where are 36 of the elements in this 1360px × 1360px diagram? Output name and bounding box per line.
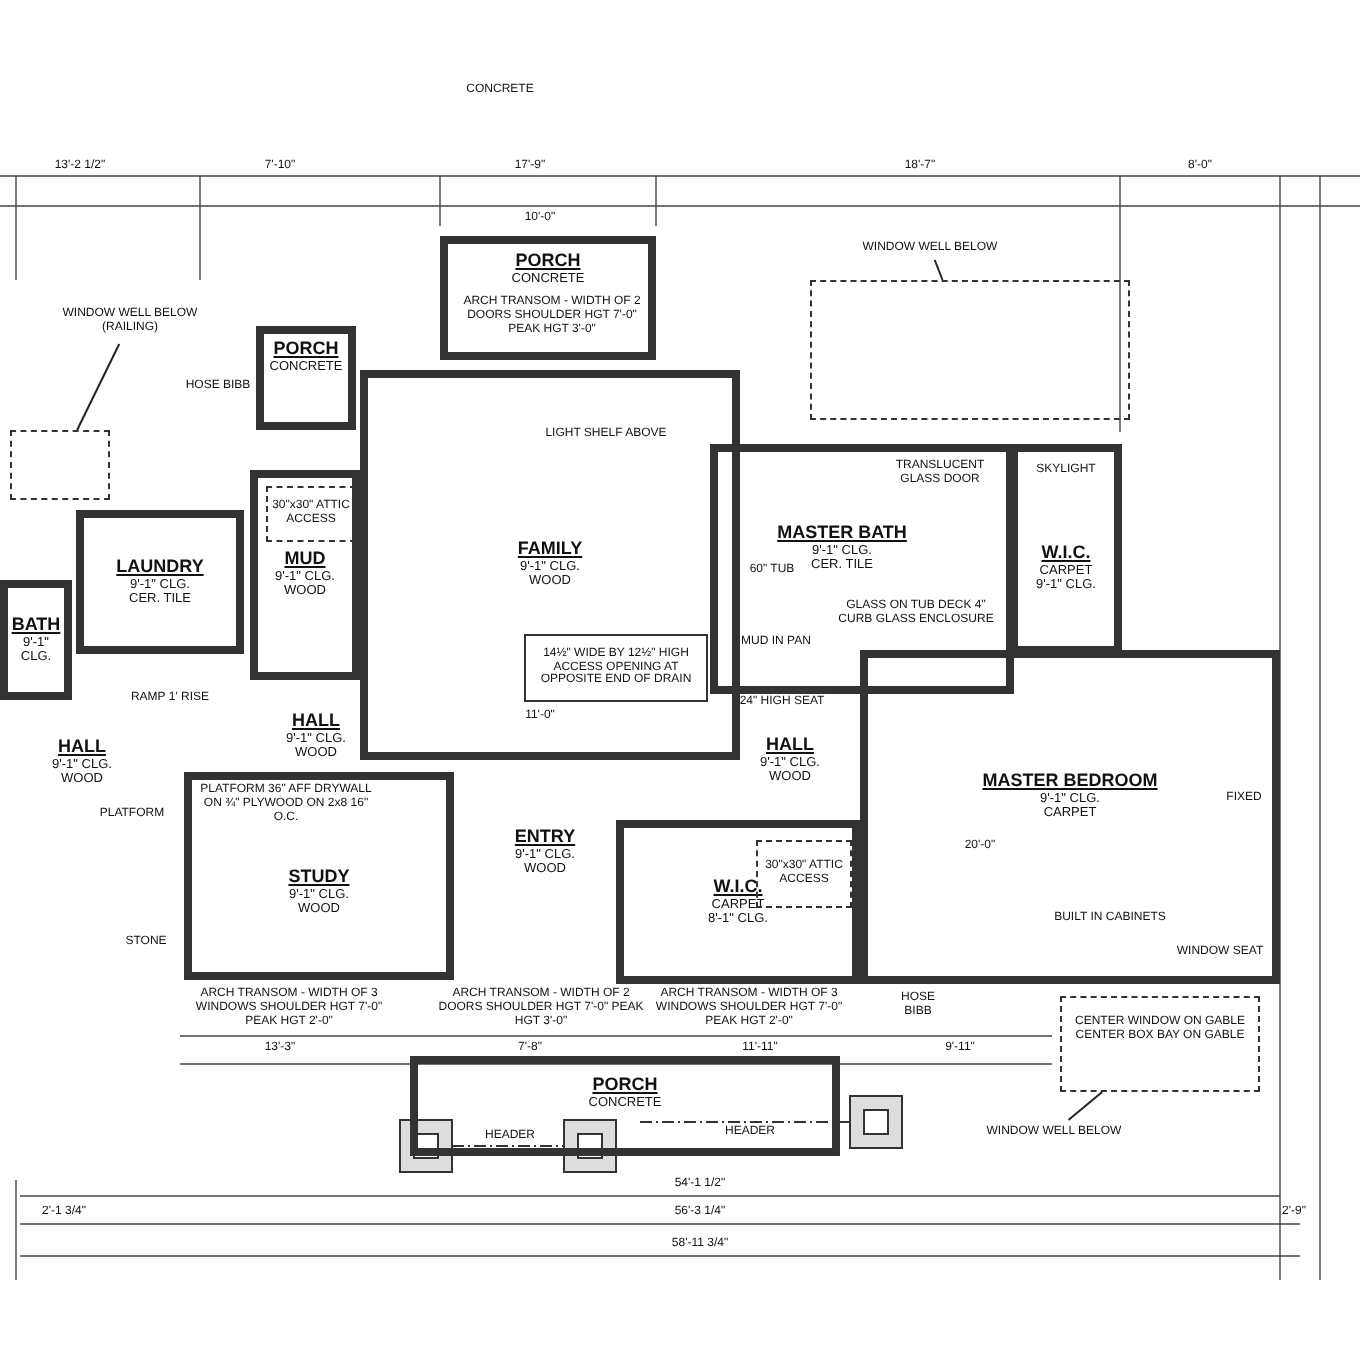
room-name: W.I.C. xyxy=(713,877,763,898)
room-name: MASTER BEDROOM xyxy=(982,772,1158,793)
room-area xyxy=(710,444,1014,694)
room-name: ENTRY xyxy=(514,827,576,848)
room-name: FAMILY xyxy=(517,540,583,561)
room-name: MASTER BATH xyxy=(777,524,907,545)
window-well-outline xyxy=(1060,996,1260,1092)
room-area xyxy=(360,370,740,760)
room-area xyxy=(184,772,454,980)
room-name: HALL xyxy=(291,711,340,732)
room-name: MUD xyxy=(284,550,326,571)
leader-line xyxy=(933,259,944,281)
room-name: PORCH xyxy=(592,1076,658,1097)
room-area xyxy=(860,650,1280,984)
room-name: STUDY xyxy=(288,867,350,888)
room-area xyxy=(256,326,356,430)
leader-line xyxy=(1067,1091,1104,1121)
room-area xyxy=(0,580,72,700)
room-name: W.I.C. xyxy=(1041,544,1091,565)
room-name: HALL xyxy=(57,737,106,758)
attic-access-outline xyxy=(266,486,356,542)
room-name: PORCH xyxy=(515,252,581,273)
window-well-outline xyxy=(10,430,110,500)
note-box xyxy=(524,634,708,702)
leader-line xyxy=(76,343,121,431)
room-name: LAUNDRY xyxy=(116,557,204,578)
room-area xyxy=(1010,444,1122,654)
room-name: BATH xyxy=(11,615,61,636)
room-area xyxy=(410,1056,840,1156)
room-area xyxy=(250,470,360,680)
room-area xyxy=(76,510,244,654)
room-name: HALL xyxy=(765,735,814,756)
room-name: PORCH xyxy=(273,340,339,361)
room-area xyxy=(616,820,860,984)
room-area xyxy=(440,236,656,360)
window-well-outline xyxy=(810,280,1130,420)
